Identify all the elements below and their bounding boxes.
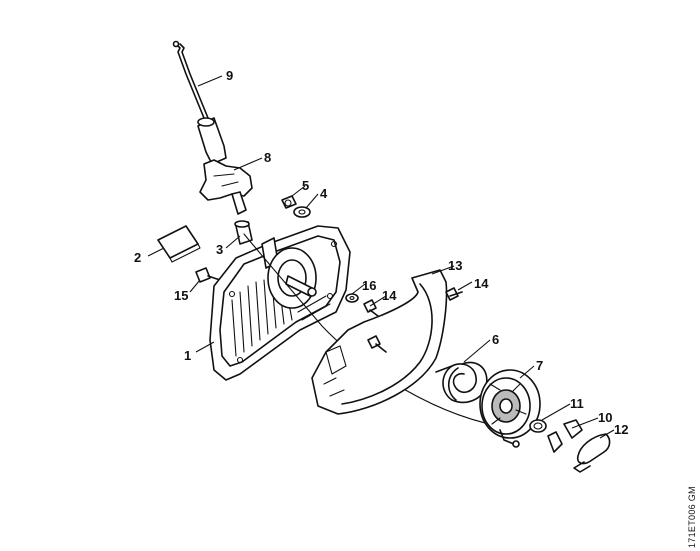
drawing-reference-code: 171ET006 GM: [687, 486, 697, 548]
callout-12: 12: [614, 422, 628, 437]
part-16-washer: [345, 293, 359, 303]
callout-15: 15: [174, 288, 188, 303]
part-14-screw-c: [367, 335, 387, 353]
part-14-screw-a: [363, 299, 379, 317]
callout-16: 16: [362, 278, 376, 293]
part-6-rewind-spring: [435, 361, 488, 404]
callout-7: 7: [536, 358, 543, 373]
callout-2: 2: [134, 250, 141, 265]
part-11-washer: [529, 419, 547, 433]
part-14-screw-b: [445, 287, 463, 301]
part-9-starter-rope: [172, 40, 209, 119]
part-15-screw-left: [195, 267, 221, 283]
part-4-washer: [293, 206, 311, 218]
part-10-pawl: [547, 419, 583, 453]
callout-4: 4: [320, 186, 328, 201]
callout-13: 13: [448, 258, 462, 273]
part-8-starter-grip: [197, 117, 253, 215]
leader-lines: [147, 75, 615, 439]
part-1-fan-housing: [209, 225, 499, 427]
part-7-rope-rotor: [479, 369, 541, 448]
callout-6: 6: [492, 332, 499, 347]
part-12-spring-clip: [573, 433, 611, 473]
callout-1: 1: [184, 348, 191, 363]
part-5-screw-top: [281, 195, 297, 209]
callout-5: 5: [302, 178, 309, 193]
callout-14-a: 14: [382, 288, 397, 303]
callout-8: 8: [264, 150, 271, 165]
callout-10: 10: [598, 410, 612, 425]
callout-labels: 9 8 5 4 3 2 15 1 13 16 14 14 6 7 11 10 1…: [134, 68, 628, 437]
callout-9: 9: [226, 68, 233, 83]
part-2-plate: [157, 225, 201, 263]
callout-11: 11: [570, 396, 584, 411]
callout-3: 3: [216, 242, 223, 257]
callout-14-b: 14: [474, 276, 489, 291]
